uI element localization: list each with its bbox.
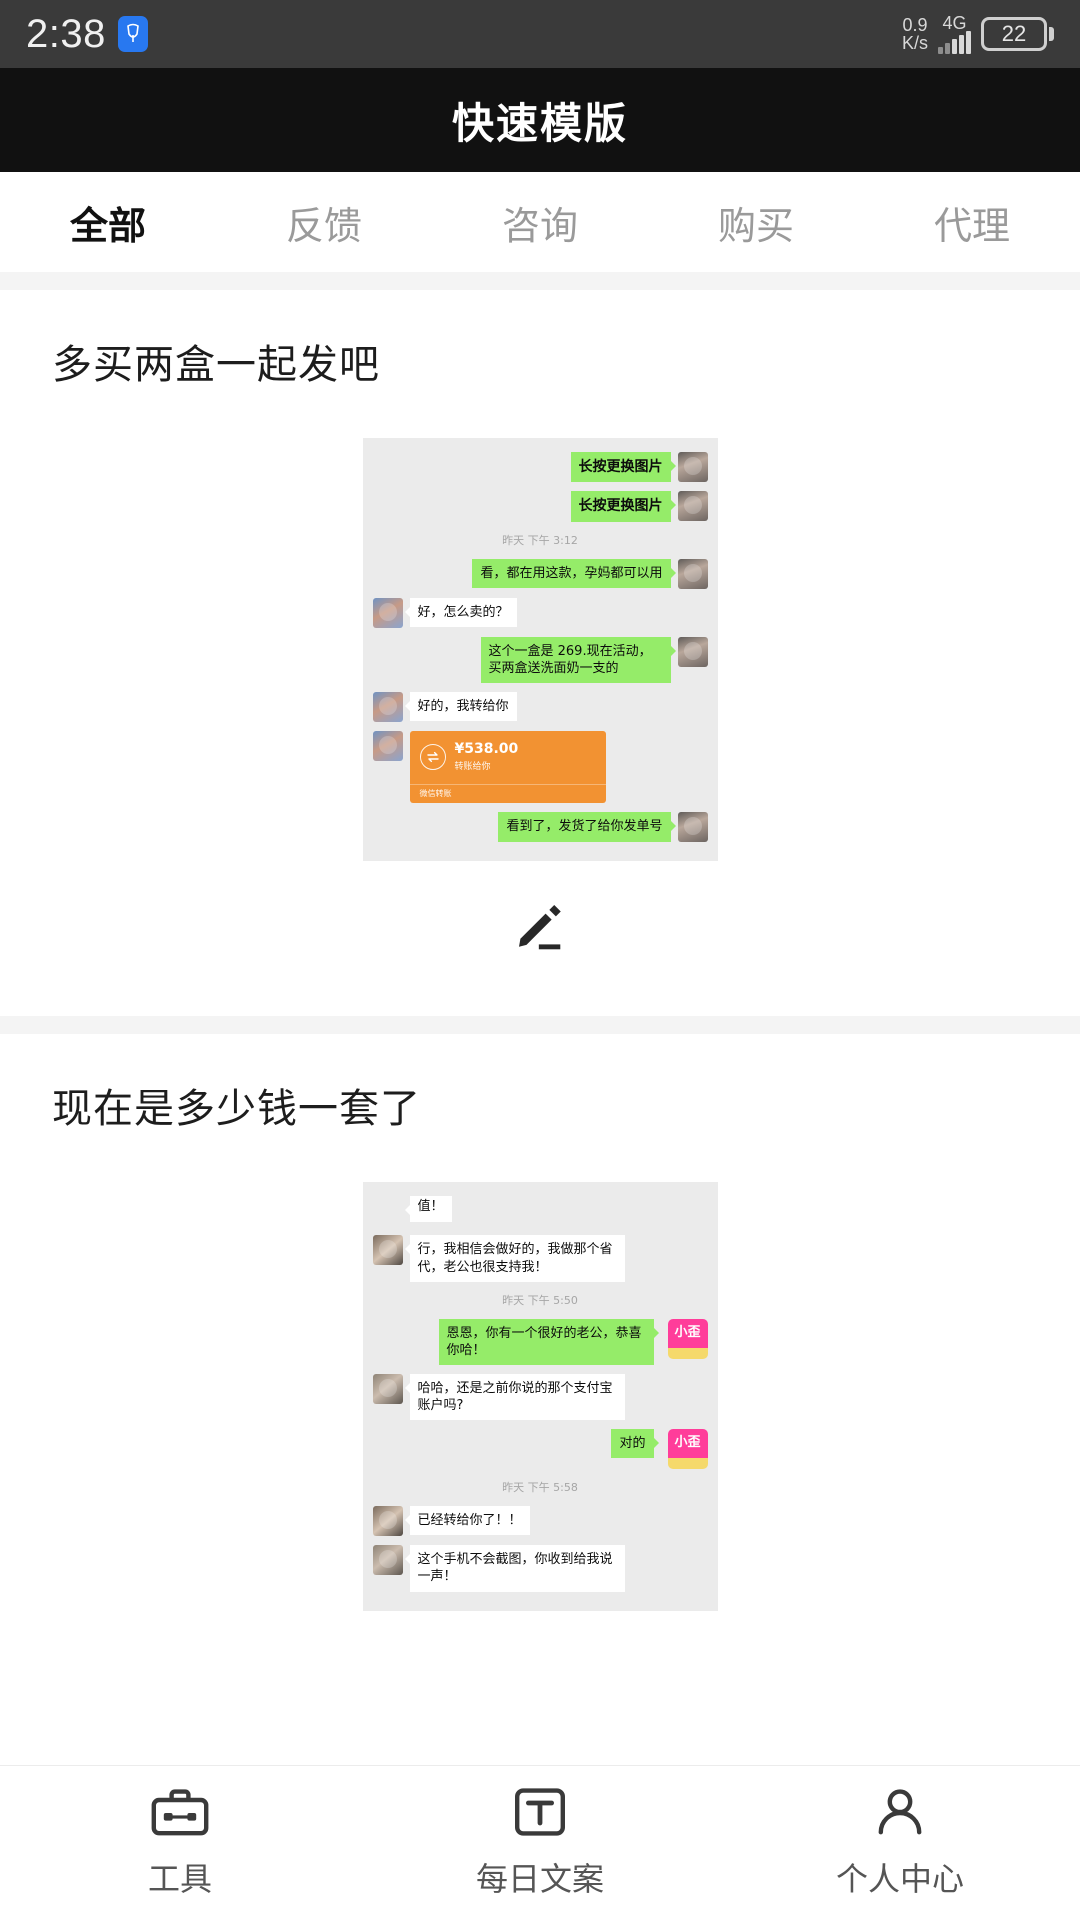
chat-row: 看到了，发货了给你发单号 [373, 812, 708, 843]
battery-level: 22 [981, 16, 1047, 51]
section-divider [0, 272, 1080, 290]
template-card[interactable]: 多买两盒一起发吧 长按更换图片 长按更换图片 昨天 下午 3:12 看，都在用这… [0, 290, 1080, 1017]
status-bar-right: 0.9 K/s 4G 22 [902, 12, 1054, 55]
tab-consult[interactable]: 咨询 [501, 205, 578, 248]
chat-bubble-outgoing: 长按更换图片 [570, 491, 676, 522]
chat-screenshot: 值！ 行，我相信会做好的，我做那个省代，老公也很支持我！ 昨天 下午 5:50 … [362, 1182, 718, 1611]
chat-row: 看，都在用这款，孕妈都可以用 [373, 558, 708, 589]
nav-label-daily-copy: 每日文案 [475, 1860, 604, 1897]
nav-label-tools: 工具 [147, 1860, 212, 1897]
avatar [372, 1506, 403, 1537]
battery-nub [1049, 26, 1054, 41]
toolbox-icon [151, 1787, 209, 1842]
avatar [372, 731, 403, 762]
chat-bubble-outgoing: 恩恩，你有一个很好的老公，恭喜你哈！ [438, 1318, 659, 1365]
template-card[interactable]: 现在是多少钱一套了 值！ 行，我相信会做好的，我做那个省代，老公也很支持我！ 昨… [0, 1034, 1080, 1611]
chat-row: 这个一盒是 269.现在活动，买两盒送洗面奶一支的 [373, 636, 708, 684]
status-bar: 2:38 0.9 K/s 4G 22 [0, 0, 1080, 68]
chat-screenshot-wrap[interactable]: 长按更换图片 长按更换图片 昨天 下午 3:12 看，都在用这款，孕妈都可以用 … [0, 390, 1080, 862]
chat-bubble-outgoing: 对的 [611, 1429, 659, 1459]
signal-indicator: 4G [938, 12, 971, 55]
network-speed-unit: K/s [901, 32, 928, 53]
chat-timestamp: 昨天 下午 5:58 [502, 1481, 578, 1495]
avatar [677, 812, 708, 843]
chat-bubble-incoming: 好的，我转给你 [404, 692, 517, 722]
chat-row: 哈哈，还是之前你说的那个支付宝账户吗? [372, 1373, 708, 1421]
chat-row: 行，我相信会做好的，我做那个省代，老公也很支持我！ [372, 1235, 708, 1282]
chat-screenshot: 长按更换图片 长按更换图片 昨天 下午 3:12 看，都在用这款，孕妈都可以用 … [362, 438, 718, 862]
avatar [372, 692, 403, 723]
status-clock: 2:38 [26, 11, 106, 56]
chat-bubble-incoming: 行，我相信会做好的，我做那个省代，老公也很支持我！ [404, 1235, 625, 1282]
bottom-navigation[interactable]: 工具 每日文案 个人中心 [0, 1765, 1080, 1920]
chat-bubble-outgoing: 长按更换图片 [570, 452, 676, 483]
transfer-icon [419, 743, 446, 770]
avatar [677, 491, 708, 522]
chat-row: 好的，我转给你 [372, 692, 708, 723]
nav-item-profile[interactable]: 个人中心 [720, 1787, 1080, 1900]
chat-timestamp: 昨天 下午 5:50 [502, 1293, 578, 1307]
avatar [372, 1373, 403, 1404]
chat-row: 长按更换图片 [373, 452, 708, 483]
chat-row: ¥538.00 转账给你 微信转账 [372, 731, 708, 804]
transfer-amount: ¥538.00 [454, 741, 519, 758]
page-title: 快速模版 [451, 99, 628, 147]
chat-row: 长按更换图片 [373, 491, 708, 522]
network-type-label: 4G [942, 12, 967, 33]
template-title: 现在是多少钱一套了 [52, 1087, 421, 1132]
chat-timestamp: 昨天 下午 3:12 [502, 533, 578, 547]
tab-all[interactable]: 全部 [69, 205, 146, 248]
tab-purchase[interactable]: 购买 [717, 205, 794, 248]
person-icon [874, 1787, 926, 1842]
sticker-avatar: 小歪 [667, 1318, 708, 1359]
card-divider [0, 1016, 1080, 1035]
chat-row: 这个手机不会截图，你收到给我说一声！ [372, 1545, 708, 1592]
transfer-card: ¥538.00 转账给你 微信转账 [409, 731, 606, 804]
transfer-footer: 微信转账 [409, 784, 606, 803]
chat-bubble-incoming: 哈哈，还是之前你说的那个支付宝账户吗? [404, 1373, 625, 1421]
chat-bubble-incoming: 值！ [404, 1196, 452, 1222]
pencil-icon[interactable] [512, 901, 568, 962]
network-speed: 0.9 K/s [902, 16, 928, 52]
sticker-avatar: 小歪 [667, 1429, 708, 1470]
app-header: 快速模版 [0, 68, 1080, 172]
chat-screenshot-wrap[interactable]: 值！ 行，我相信会做好的，我做那个省代，老公也很支持我！ 昨天 下午 5:50 … [0, 1134, 1080, 1611]
nav-label-profile: 个人中心 [835, 1860, 964, 1897]
avatar [677, 558, 708, 589]
nav-item-tools[interactable]: 工具 [0, 1787, 360, 1900]
avatar [372, 597, 403, 628]
chat-row: 对的 小歪 [373, 1429, 708, 1470]
chat-bubble-outgoing: 看到了，发货了给你发单号 [498, 812, 676, 842]
avatar [677, 452, 708, 482]
network-speed-value: 0.9 [902, 14, 928, 35]
template-list[interactable]: 多买两盒一起发吧 长按更换图片 长按更换图片 昨天 下午 3:12 看，都在用这… [0, 290, 1080, 1765]
battery-icon: 22 [981, 16, 1054, 51]
template-title: 多买两盒一起发吧 [52, 343, 380, 387]
chat-bubble-incoming: 这个手机不会截图，你收到给我说一声！ [404, 1545, 625, 1592]
chat-bubble-outgoing: 看，都在用这款，孕妈都可以用 [472, 558, 676, 589]
chat-row: 值！ [373, 1196, 708, 1226]
text-template-icon [514, 1787, 566, 1842]
chat-row: 好，怎么卖的？ [372, 597, 708, 628]
tab-feedback[interactable]: 反馈 [285, 205, 362, 248]
tab-agent[interactable]: 代理 [933, 205, 1010, 248]
app-badge-icon [117, 16, 148, 52]
transfer-subtitle: 转账给你 [454, 762, 491, 773]
transfer-text: ¥538.00 转账给你 [455, 741, 519, 772]
status-bar-left: 2:38 [26, 12, 148, 57]
edit-template-row[interactable] [0, 861, 1080, 1016]
transfer-main: ¥538.00 转账给你 [410, 731, 606, 784]
signal-bars-icon [938, 31, 971, 55]
chat-bubble-incoming: 好，怎么卖的？ [404, 597, 517, 628]
nav-item-daily-copy[interactable]: 每日文案 [360, 1787, 720, 1900]
chat-row: 已经转给你了！！ [372, 1506, 708, 1537]
category-tabs[interactable]: 全部 反馈 咨询 购买 代理 [0, 172, 1080, 272]
avatar [677, 636, 708, 667]
chat-row: 恩恩，你有一个很好的老公，恭喜你哈！ 小歪 [373, 1318, 708, 1365]
avatar [372, 1545, 403, 1576]
chat-bubble-incoming: 已经转给你了！！ [404, 1506, 530, 1536]
chat-bubble-outgoing: 这个一盒是 269.现在活动，买两盒送洗面奶一支的 [480, 636, 676, 684]
avatar [372, 1235, 403, 1266]
